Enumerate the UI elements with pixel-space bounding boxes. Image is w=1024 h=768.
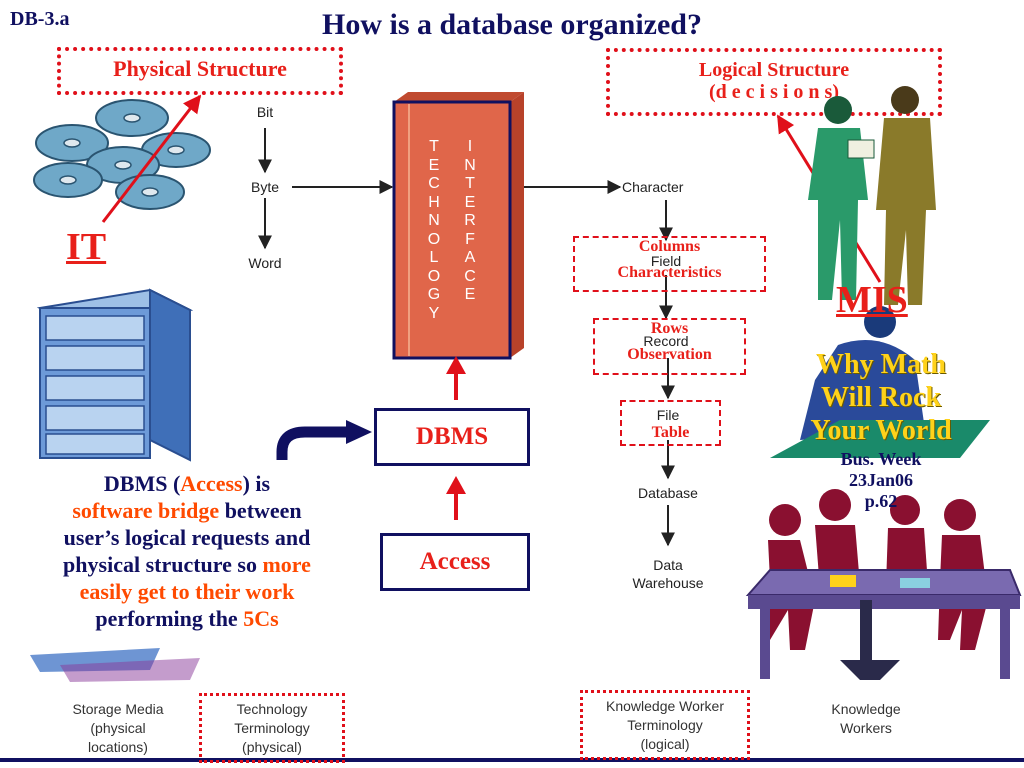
dbms-explanation: DBMS (Access) is software bridge between…	[63, 471, 311, 631]
characteristics-label: Characteristics	[617, 264, 722, 281]
seated-person-icon	[770, 306, 990, 458]
slide-title: How is a database organized?	[321, 8, 702, 41]
technology-letter: O	[427, 230, 441, 248]
technology-letter: N	[428, 212, 440, 229]
it-label: IT	[66, 226, 107, 268]
dbms-box: DBMS	[374, 408, 530, 466]
technology-letter: Y	[428, 304, 440, 322]
rows-label: Rows	[650, 320, 689, 337]
server-tower-icon	[36, 288, 194, 462]
chain-data-warehouse: Data Warehouse	[632, 557, 704, 591]
interface-letter: R	[464, 212, 476, 229]
technology-letter: C	[428, 175, 440, 192]
interface-letter: C	[464, 267, 476, 285]
chain-word: Word	[248, 255, 282, 271]
chain-bit: Bit	[256, 104, 274, 120]
technology-letter: T	[429, 138, 439, 155]
technology-terminology-box: Technology Terminology (physical)	[199, 693, 345, 763]
curved-arrow-icon	[276, 420, 372, 460]
knowledge-workers-label: Knowledge Workers	[831, 701, 901, 736]
people-standing-icon	[808, 86, 936, 305]
rows-box: Rows Observation	[593, 318, 746, 375]
logical-structure-label: Logical Structure	[698, 59, 850, 81]
interface-letter: A	[464, 249, 476, 266]
logical-structure-subtitle: (d e c i s i o n s)	[709, 81, 839, 103]
chain-record: Record	[643, 333, 689, 349]
physical-structure-box: Physical Structure	[57, 47, 343, 95]
physical-structure-label: Physical Structure	[113, 56, 287, 81]
chain-database: Database	[638, 485, 698, 501]
interface-letter: E	[464, 286, 476, 303]
up-arrow-icon	[446, 476, 466, 520]
table-box: Table	[620, 400, 721, 446]
chain-byte: Byte	[250, 179, 279, 195]
mis-label: MIS	[836, 279, 908, 321]
chain-field: Field	[650, 253, 682, 269]
up-arrow-icon	[446, 356, 466, 400]
technology-letter: O	[427, 267, 441, 285]
storage-media-label: Storage Media (physical locations)	[72, 701, 164, 755]
access-box: Access	[380, 533, 530, 591]
chain-character: Character	[622, 179, 684, 195]
columns-box: Columns Characteristics	[573, 236, 766, 292]
technology-letter: H	[428, 193, 440, 211]
meeting-group-icon	[745, 489, 1022, 680]
logical-structure-box: Logical Structure (d e c i s i o n s)	[606, 48, 942, 116]
knowledge-worker-terminology-box: Knowledge Worker Terminology (logical)	[580, 690, 750, 760]
technology-interface-book	[392, 92, 524, 360]
observation-label: Observation	[627, 346, 712, 363]
why-math-callout: Why Math Will Rock Your World Bus. Week …	[810, 349, 952, 511]
technology-letter: E	[428, 156, 440, 174]
interface-letter: F	[465, 230, 475, 248]
interface-letter: I	[467, 138, 473, 155]
technology-letter: L	[429, 249, 439, 266]
table-label: Table	[651, 424, 690, 441]
slide-id: DB-3.a	[10, 8, 70, 30]
interface-letter: T	[465, 175, 475, 192]
columns-label: Columns	[638, 238, 701, 255]
disk-stack-icon	[33, 99, 211, 210]
chain-file: File	[656, 407, 680, 423]
interface-letter: E	[464, 193, 476, 211]
interface-letter: N	[464, 156, 476, 174]
technology-letter: G	[427, 286, 441, 303]
